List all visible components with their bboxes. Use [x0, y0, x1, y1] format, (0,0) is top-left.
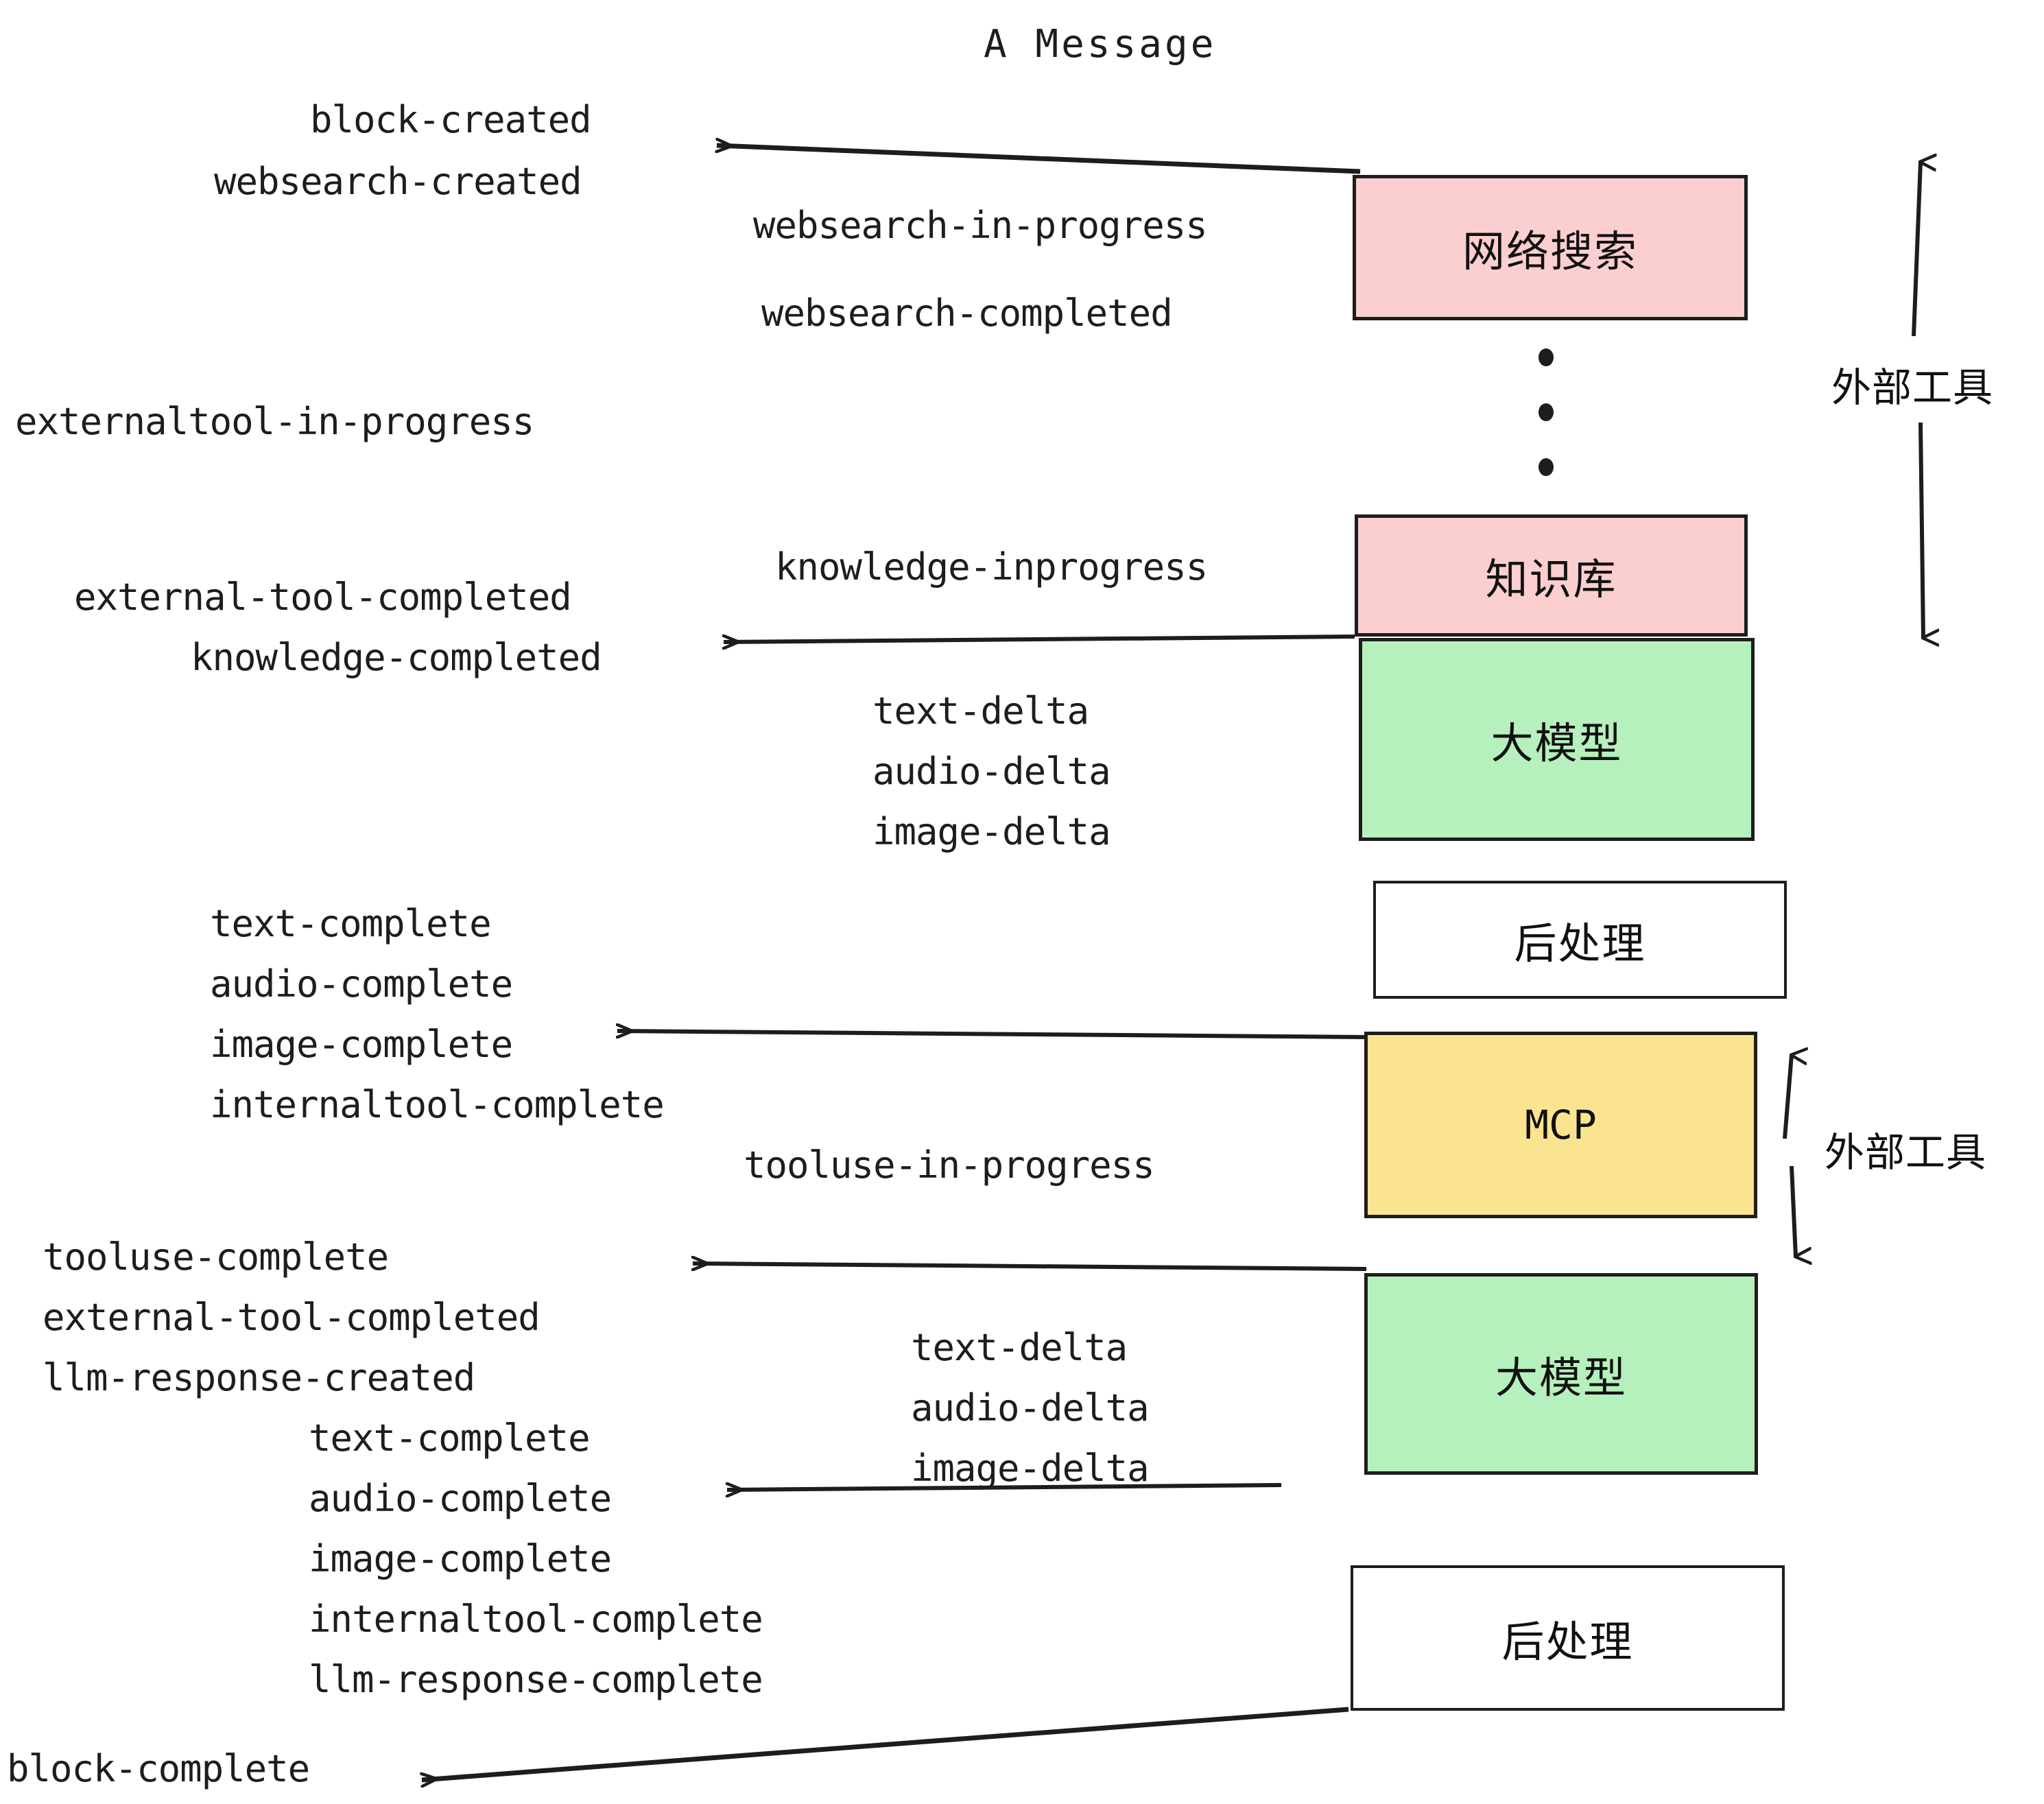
event-knowledge-completed: knowledge-completed — [191, 636, 602, 679]
node-knowledge[interactable]: 知识库 — [1355, 514, 1748, 637]
node-websearch[interactable]: 网络搜索 — [1353, 175, 1748, 320]
event-audio-delta-2: audio-delta — [911, 1386, 1150, 1429]
arrow-tooluse-complete — [693, 1263, 1367, 1269]
event-llm-response-complete: llm-response-complete — [309, 1658, 763, 1701]
event-image-complete-2: image-complete — [309, 1537, 612, 1580]
node-postprocess-2-label: 后处理 — [1501, 1617, 1634, 1667]
event-image-delta-1: image-delta — [872, 810, 1111, 853]
event-image-complete-1: image-complete — [210, 1023, 513, 1066]
event-websearch-created: websearch-created — [214, 160, 582, 203]
node-llm-1-label: 大模型 — [1490, 718, 1623, 768]
arrow-websearch-created — [717, 145, 1361, 174]
node-knowledge-label: 知识库 — [1485, 554, 1617, 604]
ellipsis-dot-3 — [1538, 458, 1554, 476]
node-llm-2-label: 大模型 — [1495, 1353, 1627, 1403]
ellipsis-dot-2 — [1538, 403, 1554, 421]
side-label-external-tool-bottom: 外部工具 — [1825, 1129, 1987, 1176]
arrow-external-tool-top-down — [1918, 422, 1923, 638]
event-internaltool-complete-1: internaltool-complete — [210, 1083, 665, 1126]
event-text-complete-2: text-complete — [309, 1416, 591, 1460]
event-audio-complete-1: audio-complete — [210, 962, 513, 1006]
event-block-created: block-created — [310, 98, 592, 141]
node-postprocess-1-label: 后处理 — [1514, 918, 1646, 969]
arrow-block-complete — [422, 1707, 1349, 1780]
event-block-complete: block-complete — [7, 1747, 310, 1790]
event-tooluse-in-progress: tooluse-in-progress — [744, 1143, 1155, 1187]
event-external-tool-completed-2: external-tool-completed — [43, 1296, 540, 1339]
node-mcp[interactable]: MCP — [1364, 1032, 1757, 1218]
arrow-external-tool-top-up — [1912, 162, 1921, 337]
event-external-tool-completed-1: external-tool-completed — [74, 575, 572, 619]
arrow-external-tool-bottom-down — [1790, 1165, 1796, 1257]
page-title: A Message — [984, 22, 1217, 67]
node-mcp-label: MCP — [1525, 1102, 1597, 1148]
event-tooluse-complete: tooluse-complete — [43, 1235, 389, 1279]
event-text-delta-2: text-delta — [911, 1326, 1128, 1369]
event-llm-response-created: llm-response-created — [43, 1356, 475, 1399]
event-websearch-in-progress: websearch-in-progress — [753, 204, 1208, 247]
event-text-delta-1: text-delta — [872, 689, 1089, 733]
node-postprocess-1[interactable]: 后处理 — [1373, 881, 1787, 999]
node-postprocess-2[interactable]: 后处理 — [1351, 1565, 1785, 1711]
side-label-external-tool-top: 外部工具 — [1831, 364, 1994, 411]
event-knowledge-inprogress: knowledge-inprogress — [775, 545, 1208, 589]
event-externaltool-in-progress: externaltool-in-progress — [15, 400, 534, 443]
node-websearch-label: 网络搜索 — [1462, 226, 1638, 276]
event-image-delta-2: image-delta — [911, 1447, 1150, 1490]
arrow-knowledge-completed — [724, 637, 1355, 642]
arrow-image-complete — [617, 1031, 1368, 1039]
event-websearch-completed: websearch-completed — [761, 292, 1173, 335]
event-text-complete-1: text-complete — [210, 902, 492, 945]
arrow-external-tool-bottom-up — [1783, 1055, 1792, 1139]
node-llm-1[interactable]: 大模型 — [1359, 638, 1755, 841]
event-audio-complete-2: audio-complete — [309, 1477, 612, 1520]
event-audio-delta-1: audio-delta — [872, 750, 1111, 793]
ellipsis-dot-1 — [1538, 348, 1554, 366]
event-internaltool-complete-2: internaltool-complete — [309, 1598, 763, 1641]
node-llm-2[interactable]: 大模型 — [1364, 1273, 1758, 1475]
